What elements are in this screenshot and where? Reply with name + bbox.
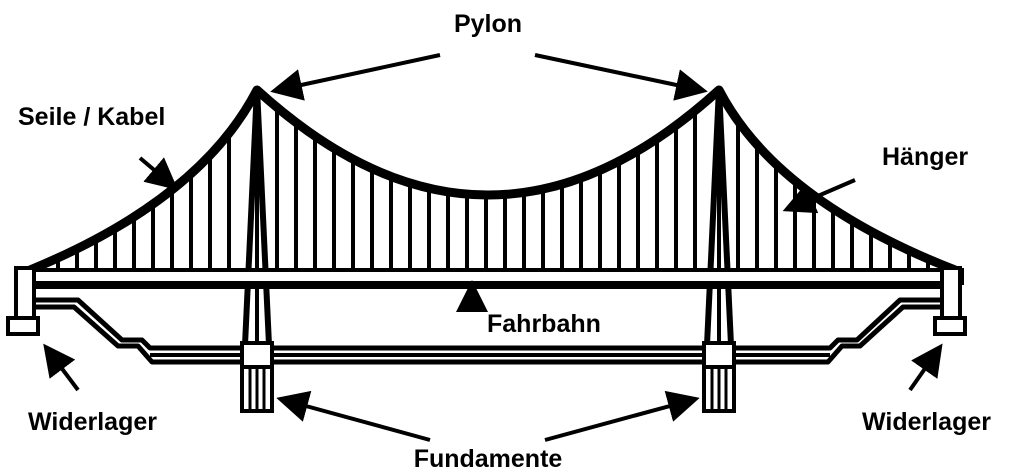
left-pylon — [242, 87, 272, 346]
left-foundation — [240, 341, 274, 413]
bridge-deck — [14, 266, 964, 320]
seile-arrow — [138, 156, 179, 191]
main-cable — [28, 85, 957, 275]
haenger-arrow — [782, 178, 856, 214]
label-haenger: Hänger — [882, 143, 968, 171]
label-widerlager-left: Widerlager — [28, 408, 157, 436]
annotation-arrows — [43, 53, 943, 442]
fundament-arrow-right — [544, 390, 700, 442]
left-abutment — [6, 316, 40, 336]
right-abutment — [933, 316, 967, 336]
fundament-arrow-left — [276, 390, 431, 442]
widerlager-right-arrow — [908, 343, 943, 392]
label-seile-kabel: Seile / Kabel — [18, 103, 165, 131]
label-fahrbahn: Fahrbahn — [487, 310, 601, 338]
right-foundation — [702, 341, 736, 413]
label-widerlager-right: Widerlager — [862, 408, 991, 436]
label-fundamente: Fundamente — [414, 445, 563, 473]
pylon-arrow-left — [270, 53, 441, 101]
right-pylon — [704, 87, 734, 346]
hangers — [56, 107, 930, 272]
widerlager-left-arrow — [43, 343, 80, 392]
label-pylon: Pylon — [454, 10, 522, 38]
pylon-arrow-right — [534, 53, 708, 101]
